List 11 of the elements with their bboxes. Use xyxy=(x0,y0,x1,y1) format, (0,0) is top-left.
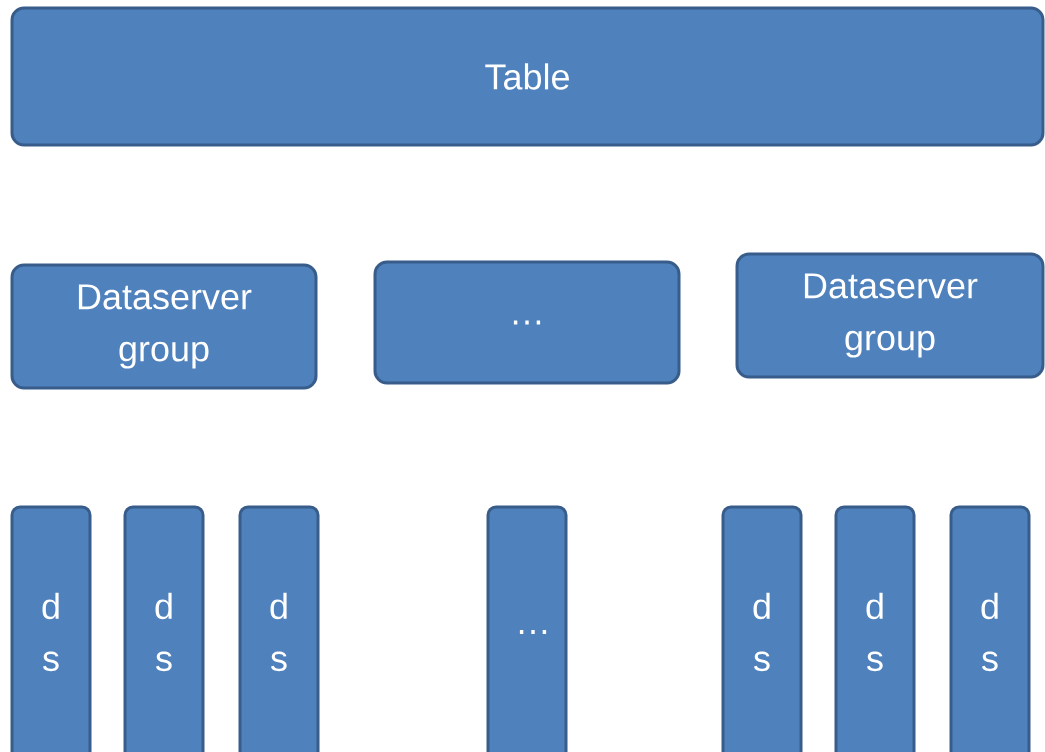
server-box: d s xyxy=(721,505,803,752)
group-box: Dataserver group xyxy=(735,252,1045,379)
server-box: … xyxy=(486,505,568,752)
server-box: d s xyxy=(834,505,916,752)
group-box: … xyxy=(373,260,681,385)
table-box: Table xyxy=(10,6,1045,147)
server-box: d s xyxy=(10,505,92,752)
group-box: Dataserver group xyxy=(10,263,318,390)
server-box: d s xyxy=(238,505,320,752)
server-box: d s xyxy=(949,505,1031,752)
server-box: d s xyxy=(123,505,205,752)
